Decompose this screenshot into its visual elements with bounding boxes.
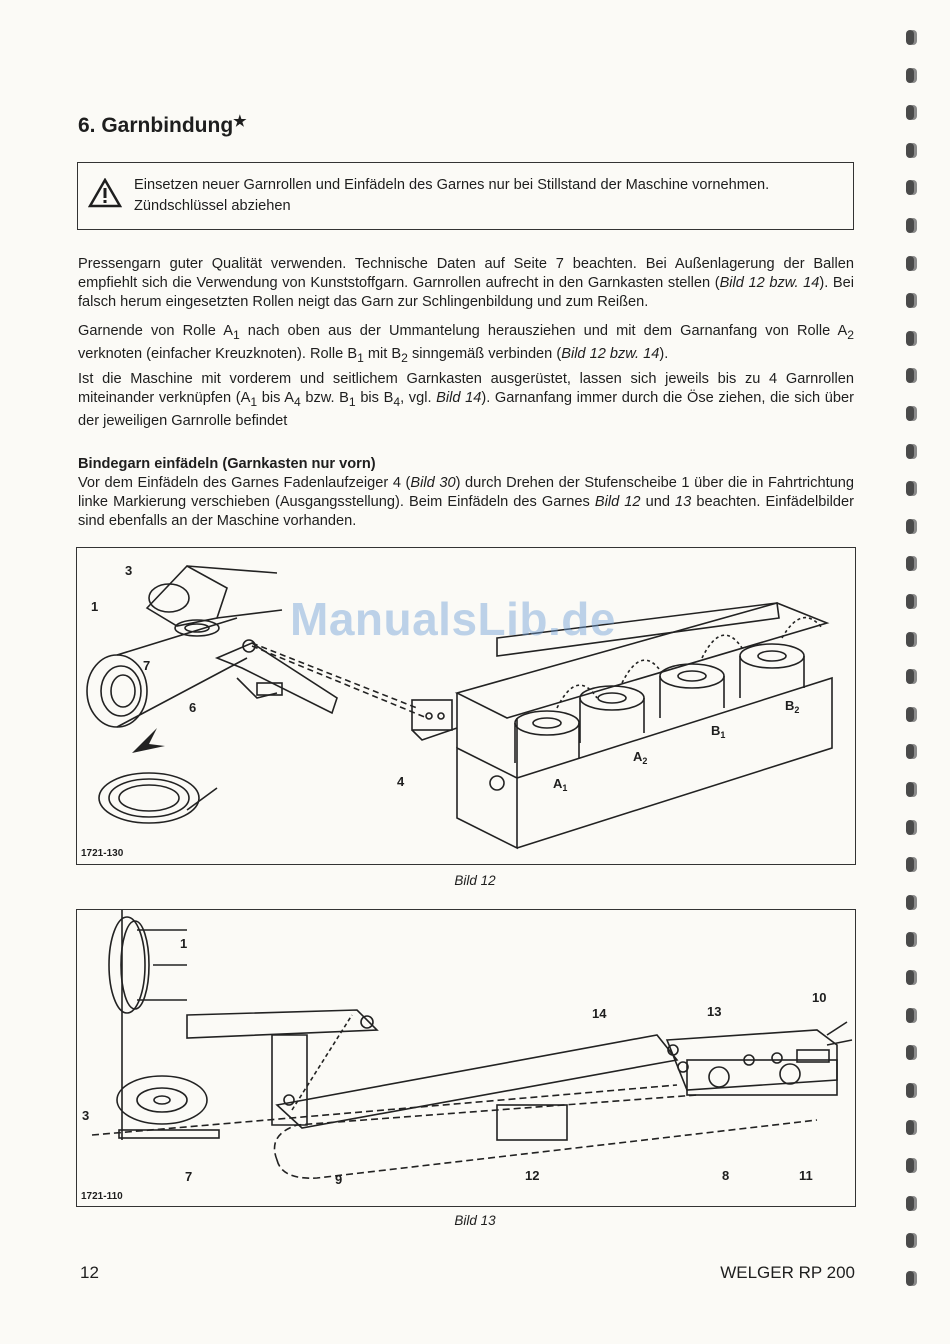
callout-13: 13: [707, 1004, 721, 1019]
star-icon: ★: [233, 113, 247, 130]
watermark: ManualsLib.de: [290, 593, 616, 645]
callout-3: 3: [82, 1108, 89, 1123]
binding-ring: [906, 669, 914, 685]
subheading: Bindegarn einfädeln (Garnkasten nur vorn…: [78, 456, 376, 472]
warning-triangle-icon: [88, 178, 122, 208]
binding-ring: [906, 1082, 914, 1098]
binding-ring: [906, 594, 914, 609]
footer-model: WELGER RP 200: [720, 1263, 855, 1282]
binding-ring: [906, 1270, 914, 1286]
binding-ring: [906, 932, 914, 948]
callout-11: 11: [799, 1168, 813, 1183]
figure-12: 3 1 7 6 4 A1 A2 B1 B2 1721-130: [76, 547, 856, 865]
callout-8: 8: [722, 1168, 729, 1183]
binding-ring: [906, 368, 914, 384]
paragraph-threading: Bindegarn einfädeln (Garnkasten nur vorn…: [78, 456, 854, 529]
section-title: 6. Garnbindung★: [78, 113, 247, 137]
binding-ring: [906, 1045, 914, 1061]
paragraph-knot: Garnende von Rolle A1 nach oben aus der …: [78, 323, 854, 365]
binding-ring: [906, 1120, 914, 1136]
callout-1: 1: [91, 599, 98, 614]
binding-ring: [906, 970, 914, 985]
binding-ring: [906, 1158, 914, 1173]
figure-13: 1 14 13 10 3 7 9 12 8 11 1721-110: [76, 909, 856, 1207]
binding-ring: [906, 782, 914, 797]
figure-12-drawing: 3 1 7 6 4 A1 A2 B1 B2: [86, 563, 833, 850]
binding-ring: [906, 406, 914, 421]
binding-ring: [906, 105, 914, 121]
binding-ring: [906, 819, 914, 835]
page-number: 12: [80, 1263, 99, 1282]
paragraph-yarn-quality: Pressengarn guter Qualität verwenden. Te…: [78, 256, 855, 310]
label-a1: A1: [553, 776, 567, 793]
binding-ring: [906, 706, 914, 722]
binding-ring: [906, 1007, 914, 1023]
label-b1: B1: [711, 723, 725, 740]
callout-7: 7: [143, 658, 150, 673]
callout-7: 7: [185, 1169, 192, 1184]
paragraph-connect-rolls: Ist die Maschine mit vorderem und seitli…: [78, 371, 854, 429]
caption-figure-12: Bild 12: [454, 873, 496, 888]
binding-ring: [906, 518, 914, 534]
binding-ring: [906, 180, 914, 196]
binding-ring: [906, 142, 914, 158]
binding-ring: [906, 894, 914, 910]
binding-ring: [906, 67, 914, 83]
callout-1: 1: [180, 936, 187, 951]
callout-4: 4: [397, 774, 405, 789]
binding-ring: [906, 443, 914, 459]
binding-ring: [906, 1195, 914, 1211]
figure-13-drawing: 1 14 13 10 3 7 9 12 8 11: [82, 910, 853, 1187]
binding-ring: [906, 330, 914, 346]
warning-text: Einsetzen neuer Garnrollen und Einfädeln…: [134, 177, 770, 214]
binding-ring: [906, 293, 914, 309]
warning-box: Einsetzen neuer Garnrollen und Einfädeln…: [77, 162, 854, 230]
binding-ring: [906, 481, 914, 497]
callout-10: 10: [812, 990, 826, 1005]
callout-3: 3: [125, 563, 132, 578]
binding-ring: [906, 30, 914, 45]
binding-ring: [906, 218, 914, 233]
label-b2: B2: [785, 698, 799, 715]
callout-9: 9: [335, 1172, 342, 1187]
label-a2: A2: [633, 749, 647, 766]
binding-ring: [906, 1233, 914, 1249]
binding-ring: [906, 255, 914, 271]
binding-ring: [906, 556, 914, 572]
binding-ring: [906, 744, 914, 760]
figure-13-id: 1721-110: [81, 1191, 123, 1202]
callout-14: 14: [592, 1006, 607, 1021]
figure-12-id: 1721-130: [81, 848, 124, 859]
binding-ring: [906, 631, 914, 647]
binding-ring: [906, 857, 914, 873]
callout-6: 6: [189, 700, 196, 715]
caption-figure-13: Bild 13: [454, 1213, 496, 1228]
callout-12: 12: [525, 1168, 539, 1183]
